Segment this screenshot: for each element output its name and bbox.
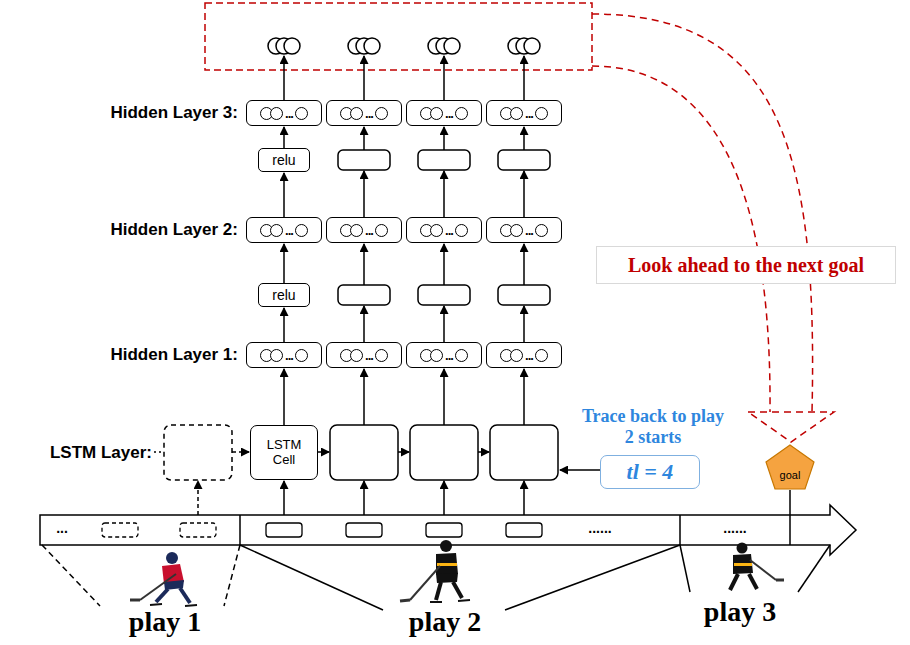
node-text: ... [525, 106, 533, 121]
node-text: relu [272, 287, 295, 303]
neuron-circle [510, 224, 523, 237]
trace-length-arrow [560, 469, 600, 471]
neuron-circle [535, 224, 548, 237]
node-text: ... [445, 348, 453, 363]
previous-lstm-cell [164, 425, 232, 480]
hidden-layer-box: ... [246, 342, 322, 368]
neuron-circle [295, 107, 308, 120]
hockey-player-illustration [400, 540, 470, 602]
connector-arrow [283, 369, 285, 425]
hockey-player-illustration [130, 552, 197, 606]
neuron-circle [270, 107, 283, 120]
neuron-circle [455, 224, 468, 237]
column-arrows [284, 127, 524, 522]
node-text: Look ahead to the next goal [628, 254, 864, 277]
output-neurons [268, 38, 540, 54]
node-text: relu [272, 152, 295, 168]
ellipsis-mark: ...... [723, 520, 746, 536]
neuron-circle [270, 349, 283, 362]
hidden-layer-box: ... [486, 100, 562, 126]
connector-arrow [283, 173, 285, 217]
activation-box: relu [258, 148, 310, 172]
neuron-circle [535, 349, 548, 362]
neuron-circle [455, 107, 468, 120]
recurrent-arrow [232, 451, 249, 453]
hidden-layer-box: ... [486, 217, 562, 243]
output-group-box [205, 3, 592, 70]
node-text: ... [525, 223, 533, 238]
node-text: ... [525, 348, 533, 363]
hidden-layer-box: ... [406, 217, 482, 243]
output-arrows [284, 56, 524, 100]
empty-activation-boxes [338, 150, 550, 305]
look-ahead-arrow [592, 14, 834, 442]
annotation-text: Trace back to play 2 starts [578, 406, 728, 447]
callout-box: Look ahead to the next goal [596, 246, 896, 284]
hidden-layer-box: ... [326, 342, 402, 368]
node-text: ... [365, 106, 373, 121]
node-text: goal [780, 469, 801, 481]
connector-arrow [283, 127, 285, 148]
dotted-lead [154, 451, 163, 453]
hidden-layer-box: ... [326, 217, 402, 243]
neuron-circle [455, 349, 468, 362]
node-text: ... [365, 223, 373, 238]
previous-event-boxes [102, 523, 216, 537]
trace-length-box: tl = 4 [600, 455, 700, 489]
node-text: ... [445, 223, 453, 238]
node-text: ... [285, 348, 293, 363]
ellipsis-mark: ... [56, 520, 68, 536]
hidden-layer-box: ... [486, 342, 562, 368]
pentagon-shape [765, 444, 815, 490]
connector-arrow [283, 308, 285, 342]
play-label: play 3 [704, 596, 776, 628]
neuron-circle [375, 224, 388, 237]
neuron-circle [535, 107, 548, 120]
hockey-player-illustration [730, 543, 784, 591]
node-text: LSTM Cell [262, 438, 306, 468]
lstm-cell: LSTM Cell [250, 425, 318, 480]
event-boxes [266, 523, 542, 537]
neuron-circle [295, 349, 308, 362]
neuron-circle [350, 224, 363, 237]
play-label: play 1 [129, 606, 201, 638]
hidden-layer-box: ... [246, 217, 322, 243]
empty-lstm-cells [330, 425, 558, 480]
layer-label: LSTM Layer: [50, 443, 152, 463]
layer-label: Hidden Layer 2: [110, 220, 238, 240]
neuron-circle [270, 224, 283, 237]
neuron-circle [510, 349, 523, 362]
node-text: ... [285, 106, 293, 121]
ellipsis-mark: ...... [588, 520, 611, 536]
recurrent-arrows [318, 451, 489, 453]
neuron-circle [375, 107, 388, 120]
neuron-circle [350, 349, 363, 362]
hidden-layer-box: ... [406, 342, 482, 368]
hidden-layer-box: ... [246, 100, 322, 126]
neuron-circle [430, 107, 443, 120]
neuron-circle [510, 107, 523, 120]
node-text: ... [445, 106, 453, 121]
node-text: tl = 4 [627, 459, 674, 485]
hidden-layer-box: ... [326, 100, 402, 126]
goal-pentagon: goal [765, 444, 815, 490]
neuron-circle [295, 224, 308, 237]
node-text: ... [365, 348, 373, 363]
hidden-layer-box: ... [406, 100, 482, 126]
timeline-arrow [40, 505, 856, 555]
play-label: play 2 [409, 606, 481, 638]
neuron-circle [375, 349, 388, 362]
connector-arrow [283, 244, 285, 283]
layer-label: Hidden Layer 3: [110, 103, 238, 123]
neuron-circle [350, 107, 363, 120]
node-text: ... [285, 223, 293, 238]
play-separators [240, 490, 790, 545]
layer-label: Hidden Layer 1: [110, 345, 238, 365]
activation-box: relu [258, 283, 310, 307]
neuron-circle [430, 224, 443, 237]
neuron-circle [430, 349, 443, 362]
